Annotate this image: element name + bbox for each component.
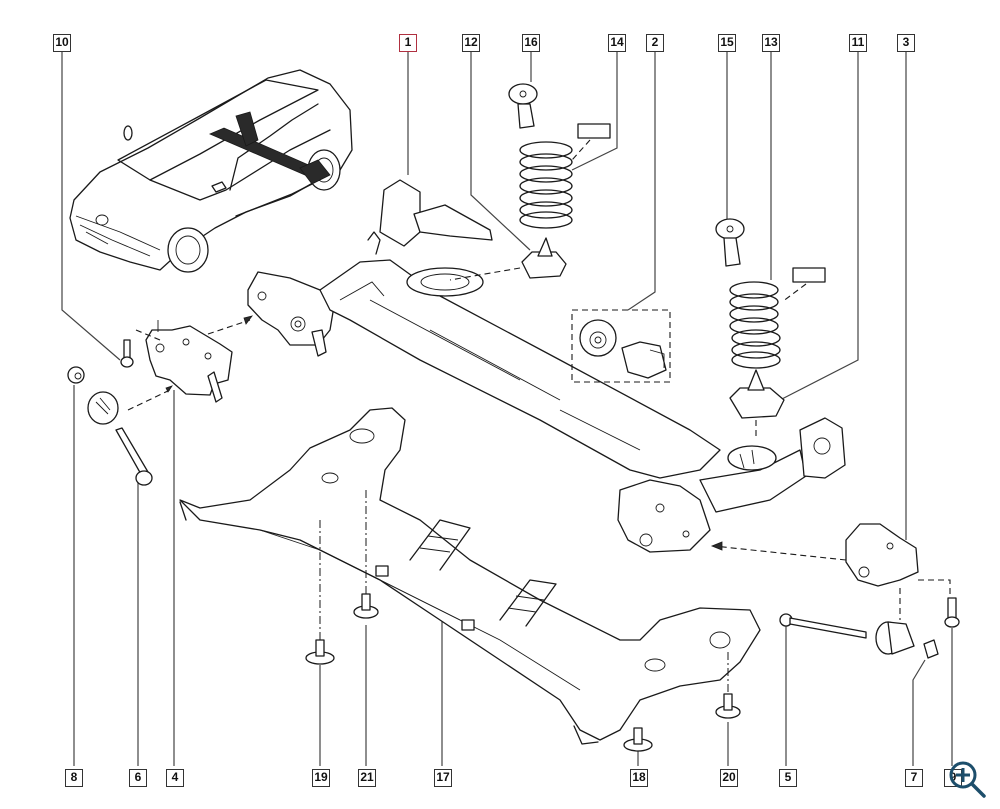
callout-4[interactable]: 4: [166, 769, 184, 787]
callout-16[interactable]: 16: [522, 34, 540, 52]
spring-left: [519, 141, 573, 229]
zoom-button[interactable]: [945, 757, 989, 801]
callout-10[interactable]: 10: [53, 34, 71, 52]
fasteners: [305, 593, 741, 752]
callout-18[interactable]: 18: [630, 769, 648, 787]
vehicle-location-view: [69, 69, 353, 273]
callout-5[interactable]: 5: [779, 769, 797, 787]
callout-1[interactable]: 1: [399, 34, 417, 52]
left-mounting-bracket: [67, 315, 253, 486]
callout-13[interactable]: 13: [762, 34, 780, 52]
callout-7[interactable]: 7: [905, 769, 923, 787]
spring-right: [729, 281, 781, 369]
callout-6[interactable]: 6: [129, 769, 147, 787]
springs-and-stops: [449, 83, 826, 440]
callout-12[interactable]: 12: [462, 34, 480, 52]
callout-20[interactable]: 20: [720, 769, 738, 787]
callout-2[interactable]: 2: [646, 34, 664, 52]
callout-15[interactable]: 15: [718, 34, 736, 52]
callout-21[interactable]: 21: [358, 769, 376, 787]
leader-lines: [61, 51, 953, 766]
callout-14[interactable]: 14: [608, 34, 626, 52]
zoom-in-icon: [949, 761, 986, 798]
callout-11[interactable]: 11: [849, 34, 867, 52]
right-mounting-bracket: [710, 523, 960, 659]
callout-17[interactable]: 17: [434, 769, 452, 787]
underbody-heat-shield: [179, 407, 761, 745]
callout-3[interactable]: 3: [897, 34, 915, 52]
rear-axle-beam: [247, 179, 846, 553]
callout-8[interactable]: 8: [65, 769, 83, 787]
callout-19[interactable]: 19: [312, 769, 330, 787]
axle-bushing-kit: [571, 309, 671, 383]
